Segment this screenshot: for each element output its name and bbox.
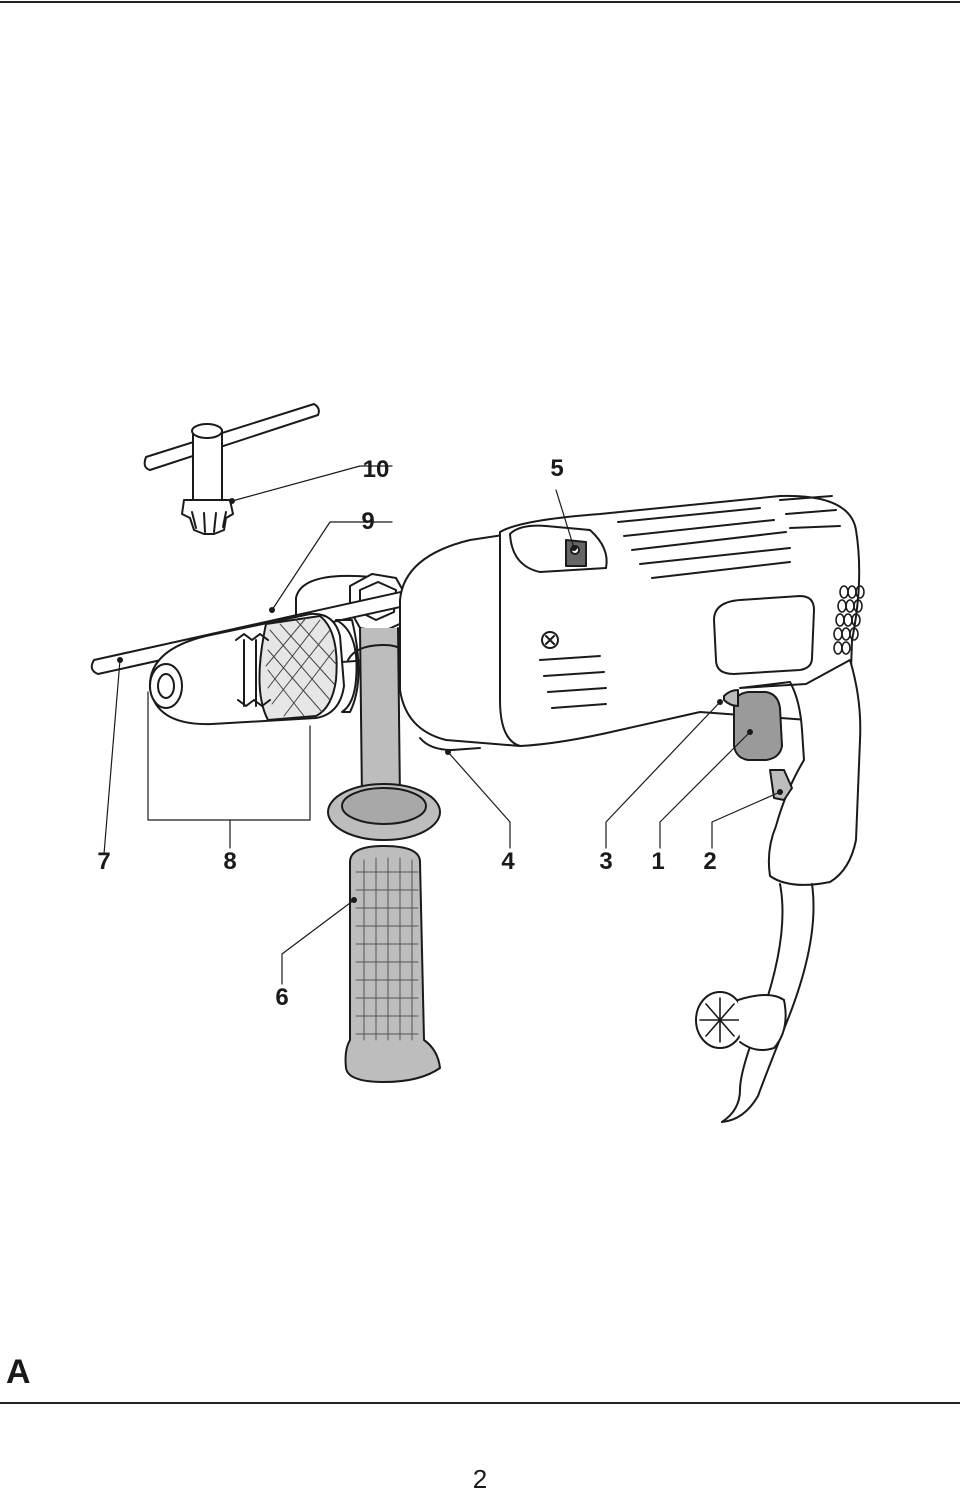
callout-4: 4: [501, 848, 515, 875]
callout-9: 9: [361, 508, 375, 535]
power-cord-illustration: [695, 883, 815, 1123]
callout-dots: [117, 498, 783, 903]
drill-body-illustration: [399, 494, 865, 751]
callout-10: 10: [362, 456, 390, 483]
callout-2: 2: [703, 848, 717, 875]
callout-leaders: [103, 465, 781, 985]
callout-1: 1: [651, 848, 665, 875]
figure-letter: A: [6, 1353, 31, 1391]
callout-3: 3: [599, 848, 613, 875]
callout-7: 7: [97, 848, 111, 875]
callout-6: 6: [275, 984, 289, 1011]
pistol-grip-illustration: [723, 659, 862, 886]
page-number: 2: [472, 1464, 488, 1494]
chuck-illustration: [148, 612, 360, 726]
chuck-key-illustration: [143, 403, 320, 535]
callout-8: 8: [223, 848, 237, 875]
top-rule: [0, 1, 960, 3]
callout-5: 5: [550, 455, 564, 482]
bottom-rule: [0, 1402, 960, 1404]
